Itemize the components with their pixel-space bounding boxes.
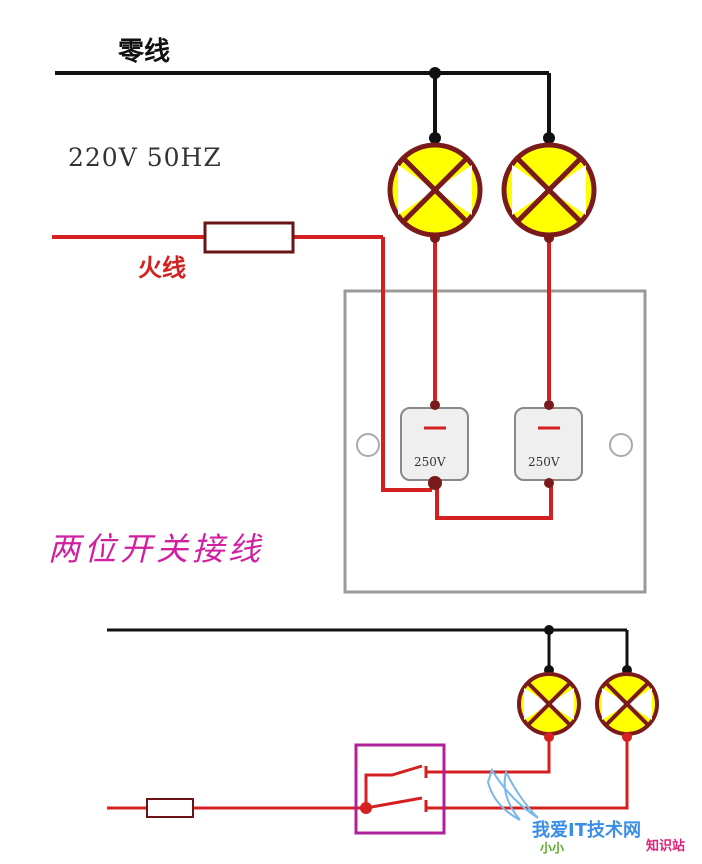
fuse-lower [146, 798, 194, 818]
live-junction-dots-lower [360, 732, 632, 814]
neutral-label: 零线 [118, 37, 170, 67]
lamp-lower-left [517, 672, 581, 736]
lamp-terminal-dots [430, 233, 554, 243]
neutral-junction-dots [429, 67, 555, 144]
switch-rating-left: 250V [414, 455, 446, 469]
fuse [203, 221, 295, 254]
switch-plate [343, 289, 647, 594]
switch-box-lower [354, 743, 446, 835]
lamp-left [387, 142, 483, 238]
live-label: 火线 [138, 254, 186, 282]
live-wire [52, 235, 553, 520]
neutral-junction-dots-lower [544, 625, 632, 675]
lamp-right [501, 142, 597, 238]
watermark-badge: 知识站 [646, 838, 685, 854]
diagram-caption: 两位开关接线 [48, 530, 264, 568]
wing-logo-icon [486, 767, 539, 821]
switch-rating-right: 250V [528, 455, 560, 469]
site-watermark: 我爱IT技术网 小小 知识站 [486, 767, 685, 855]
plate-screw-right [609, 433, 633, 457]
switch-rocker-left [400, 400, 469, 490]
watermark-small-logo: 小小 [540, 840, 564, 855]
voltage-label: 220V 50HZ [68, 143, 222, 172]
live-wire-lower [107, 736, 629, 812]
switch-rocker-right [514, 400, 583, 488]
watermark-site-name: 我爱IT技术网 [532, 819, 641, 841]
lamp-lower-right [595, 672, 659, 736]
neutral-wire [55, 71, 551, 138]
plate-screw-left [356, 433, 380, 457]
